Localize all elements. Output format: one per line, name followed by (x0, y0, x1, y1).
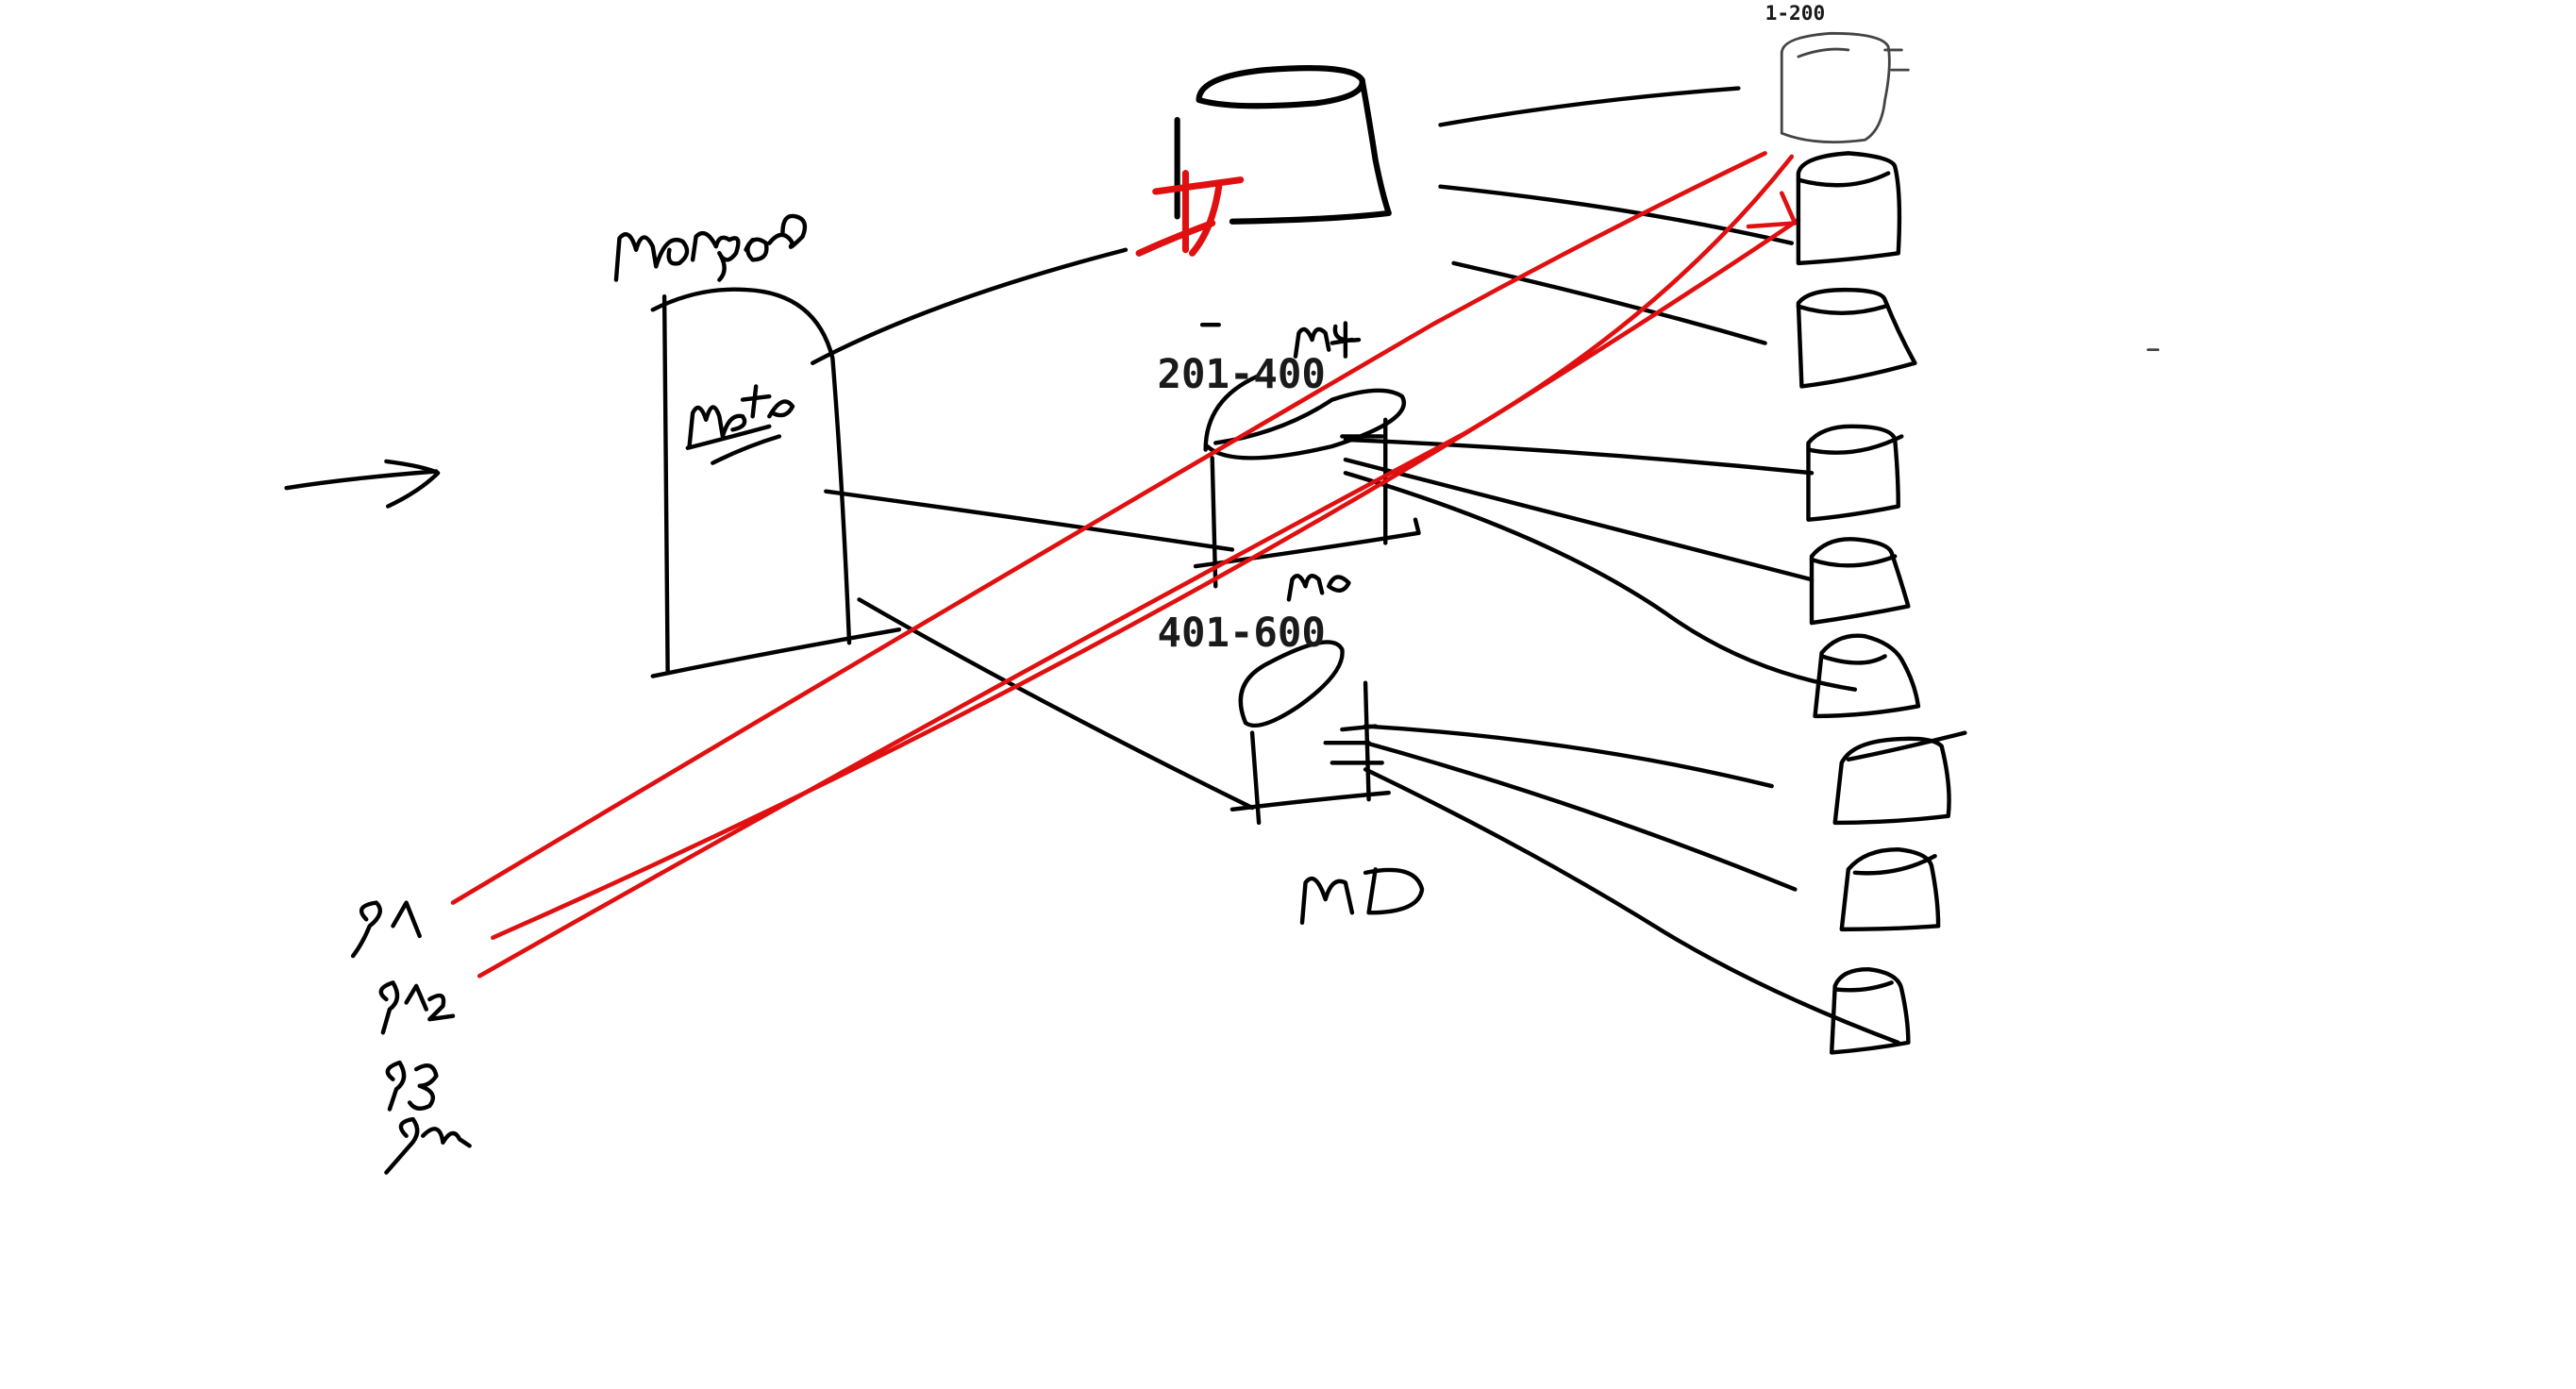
range-label-top: 1-200 (1765, 1, 1826, 25)
storage-icon-1 (1780, 31, 1910, 144)
mongos-scribble (613, 213, 808, 282)
q1-q4-scribble (350, 900, 472, 1175)
query-red-arrowhead (1746, 191, 1798, 229)
range-label-mid: 201-400 (1157, 351, 1325, 397)
mongos-to-mid-shard-line (824, 489, 1235, 552)
storage-icon-6 (1813, 633, 1921, 719)
config-server-red-mark (1135, 170, 1245, 257)
lower-to-shard-line-3 (1363, 767, 1900, 1046)
storage-icon-7 (1832, 730, 1967, 826)
query-red-line-2 (491, 217, 1801, 940)
storage-icon-5 (1809, 537, 1911, 626)
range-label-lower: 401-600 (1157, 610, 1325, 656)
meta-to-config-line (810, 247, 1129, 365)
query-red-line-3 (477, 154, 1795, 979)
mongos-to-lower-shard-line (857, 597, 1255, 811)
storage-icon-9 (1829, 967, 1911, 1055)
config-to-shard-line-3 (1451, 260, 1767, 345)
lower-to-shard-line-2 (1363, 740, 1798, 892)
meta-scribble (685, 384, 795, 465)
config-server-cylinder (1174, 65, 1392, 225)
mid-to-shard-line-3 (1343, 471, 1858, 692)
lower-shard-cylinder (1229, 640, 1391, 826)
m4-scribble (1199, 321, 1362, 359)
incoming-arrow (284, 459, 441, 509)
mid-to-shard-line-1 (1343, 437, 1815, 476)
storage-icon-4 (1806, 424, 1904, 522)
query-red-line-1 (450, 151, 1767, 905)
storage-icon-2 (1796, 151, 1902, 266)
mid-to-shard-line-2 (1343, 457, 1815, 582)
mongos-router (650, 287, 902, 678)
md-scribble (1299, 867, 1425, 926)
m0-scribble (1286, 574, 1351, 602)
storage-icon-3 (1796, 287, 1917, 389)
lower-to-shard-line-1 (1363, 724, 1774, 789)
config-to-shard-line-1 (1438, 86, 1741, 127)
config-to-shard-line-2 (1438, 184, 1795, 245)
storage-icon-8 (1839, 846, 1941, 932)
